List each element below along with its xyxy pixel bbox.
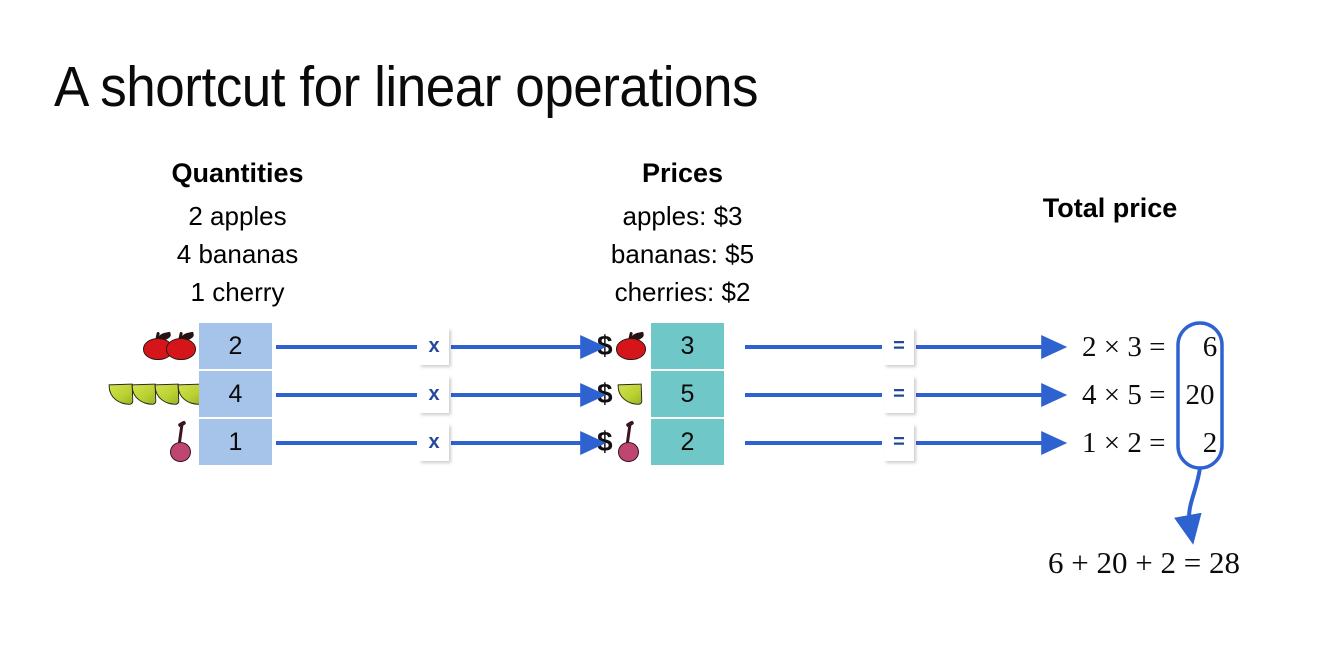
equation-row-3: 1 × 2 = [1082,427,1166,459]
prices-line-2: bananas: $5 [610,239,755,269]
arrows-price-to-equals [745,345,882,445]
dollar-sign: $ [597,426,613,457]
cherry-icon [616,420,642,462]
total-sum-equation: 6 + 20 + 2 = 28 [1048,545,1240,580]
quantity-cell-bananas: 4 [199,371,272,417]
price-table: 3 5 2 [651,323,724,467]
quantity-row-3-icons [168,419,194,465]
quantities-line-3: 1 cherry [190,277,285,307]
equals-operator-row-1: = [884,328,914,365]
quantity-table: 2 4 1 [199,323,272,467]
equation-row-1: 2 × 3 = [1082,331,1166,363]
prices-line-1: apples: $3 [622,201,743,231]
multiply-operator-row-2: x [419,376,449,413]
quantities-line-1: 2 apples [188,201,287,231]
price-row-1-icons: $ [597,323,646,369]
prices-list: apples: $3 bananas: $5 cherries: $2 [575,197,790,311]
page-title: A shortcut for linear operations [54,55,759,119]
price-row-2-icons: $ [597,371,644,417]
price-cell-apples: 3 [651,323,724,369]
quantity-cell-apples: 2 [199,323,272,369]
quantities-line-2: 4 bananas [176,239,299,269]
arrows-quantity-to-multiply [276,345,417,445]
apple-icon [166,331,196,360]
dollar-sign: $ [597,378,613,409]
equals-operator-row-2: = [884,376,914,413]
price-cell-bananas: 5 [651,371,724,417]
quantity-cell-cherries: 1 [199,419,272,465]
quantities-heading: Quantities [171,158,304,188]
multiply-operator-row-1: x [419,328,449,365]
arrows-equals-to-total [916,335,1068,455]
price-cell-cherries: 2 [651,419,724,465]
banana-icon [616,380,644,408]
prices-heading: Prices [641,158,724,188]
apple-icon [615,331,646,360]
result-row-1: 6 [1202,331,1218,363]
cherry-icon [168,420,194,462]
total-price-heading: Total price [1042,193,1178,223]
sum-curved-arrow [1174,467,1202,545]
price-row-3-icons: $ [597,419,642,465]
result-row-2: 20 [1185,379,1215,411]
arrows-multiply-to-price [451,335,607,455]
dollar-sign: $ [597,330,613,361]
equation-row-2: 4 × 5 = [1082,379,1166,411]
quantity-row-1-icons [143,323,196,369]
equals-operator-row-3: = [884,424,914,461]
result-row-3: 2 [1202,427,1218,459]
quantities-list: 2 apples 4 bananas 1 cherry [135,197,340,311]
multiply-operator-row-3: x [419,424,449,461]
prices-line-3: cherries: $2 [614,277,751,307]
quantity-row-2-icons [107,371,204,417]
